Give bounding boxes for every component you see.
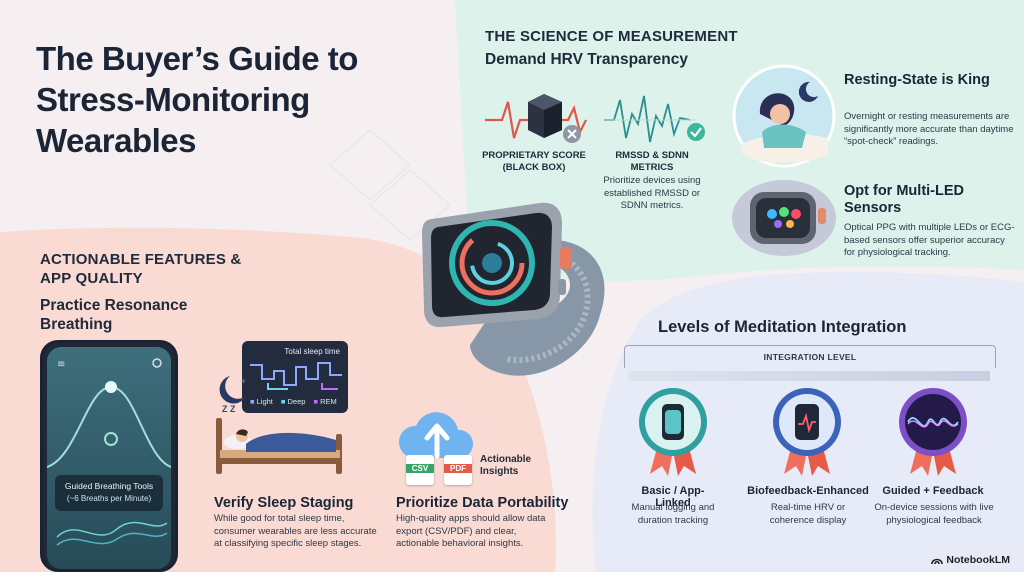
breathing-card-title: Guided Breathing Tools [64, 481, 154, 491]
resting-description: Overnight or resting measurements are si… [844, 111, 1014, 147]
hypnogram-graphic [250, 362, 342, 390]
svg-text:≡: ≡ [57, 359, 65, 370]
sleep-description: While good for total sleep time, consume… [214, 513, 377, 549]
breathing-card-subtitle: (~6 Breaths per Minute) [66, 494, 152, 503]
guided-feedback-badge-icon [899, 388, 967, 476]
sleep-chart-card: Total sleep time ■ Light ■ Deep ■ REM [242, 341, 348, 413]
proprietary-caption: PROPRIETARY SCORE (BLACK BOX) [482, 150, 586, 173]
insights-label: Actionable Insights [480, 454, 532, 477]
rmssd-caption: RMSSD & SDNN METRICS [615, 150, 689, 173]
phone-breathing-app: ≡ Guided Breathing Tools (~6 Breaths per… [40, 340, 178, 572]
rmssd-description: Prioritize devices using established RMS… [603, 175, 701, 211]
integration-level-gradient [628, 371, 990, 381]
resting-title: Resting-State is King [844, 72, 990, 88]
multiled-title: Opt for Multi-LED Sensors [844, 183, 965, 216]
biofeedback-watch-badge-icon [773, 388, 841, 476]
science-heading: THE SCIENCE OF MEASUREMENT [485, 28, 738, 45]
level-guided-name: Guided + Feedback [882, 485, 984, 497]
integration-level-bar: INTEGRATION LEVEL [624, 345, 996, 368]
legend-rem: ■ REM [313, 397, 337, 406]
level-biofeedback-description: Real-time HRV or coherence display [769, 502, 847, 526]
actionable-heading: ACTIONABLE FEATURES & APP QUALITY [40, 251, 242, 287]
level-guided-description: On-device sessions with live physiologic… [874, 502, 994, 526]
csv-label: CSV [406, 464, 434, 473]
notebooklm-logo-icon [931, 558, 944, 565]
moon-icon: ✦ [219, 376, 247, 404]
level-biofeedback-name: Biofeedback-Enhanced [747, 485, 869, 497]
actionable-subheading: Practice Resonance Breathing [40, 297, 188, 333]
portability-description: High-quality apps should allow data expo… [396, 513, 546, 549]
legend-light: ■ Light [250, 397, 273, 406]
breathing-curve-graphic: ≡ [47, 358, 171, 546]
smartwatch-illustration [422, 202, 605, 376]
portability-title: Prioritize Data Portability [396, 495, 569, 511]
level-basic-description: Manual logging and duration tracking [631, 502, 715, 526]
page-title: The Buyer’s Guide to Stress-Monitoring W… [36, 40, 358, 159]
multiled-description: Optical PPG with multiple LEDs or ECG-ba… [844, 222, 1015, 258]
brand-mark: NotebookLM [931, 554, 1010, 566]
black-box-ecg-icon [485, 94, 587, 143]
csv-file-icon: CSV [406, 455, 434, 485]
svg-text:✦: ✦ [240, 377, 247, 386]
sleep-legend: ■ Light ■ Deep ■ REM [250, 397, 337, 406]
sleep-title: Verify Sleep Staging [214, 495, 354, 511]
zz-text: Z Z [222, 404, 236, 414]
pdf-label: PDF [444, 464, 472, 473]
cloud-export-icon [398, 412, 474, 459]
level-basic-name: Basic / App-Linked [641, 485, 705, 509]
legend-deep: ■ Deep [280, 397, 306, 406]
science-subheading: Demand HRV Transparency [485, 51, 689, 68]
brand-name: NotebookLM [946, 554, 1010, 566]
sleep-chart-title: Total sleep time [284, 347, 340, 356]
integration-level-label: INTEGRATION LEVEL [763, 352, 857, 362]
multi-led-sensor-icon [732, 180, 836, 256]
basic-watch-badge-icon [639, 388, 707, 476]
rmssd-wave-check-icon [604, 95, 705, 143]
person-sleeping-bed-icon [216, 418, 342, 474]
sleeping-person-icon [732, 64, 836, 168]
meditation-heading: Levels of Meditation Integration [658, 318, 907, 336]
pdf-file-icon: PDF [444, 455, 472, 485]
breathing-card: Guided Breathing Tools (~6 Breaths per M… [55, 475, 163, 511]
